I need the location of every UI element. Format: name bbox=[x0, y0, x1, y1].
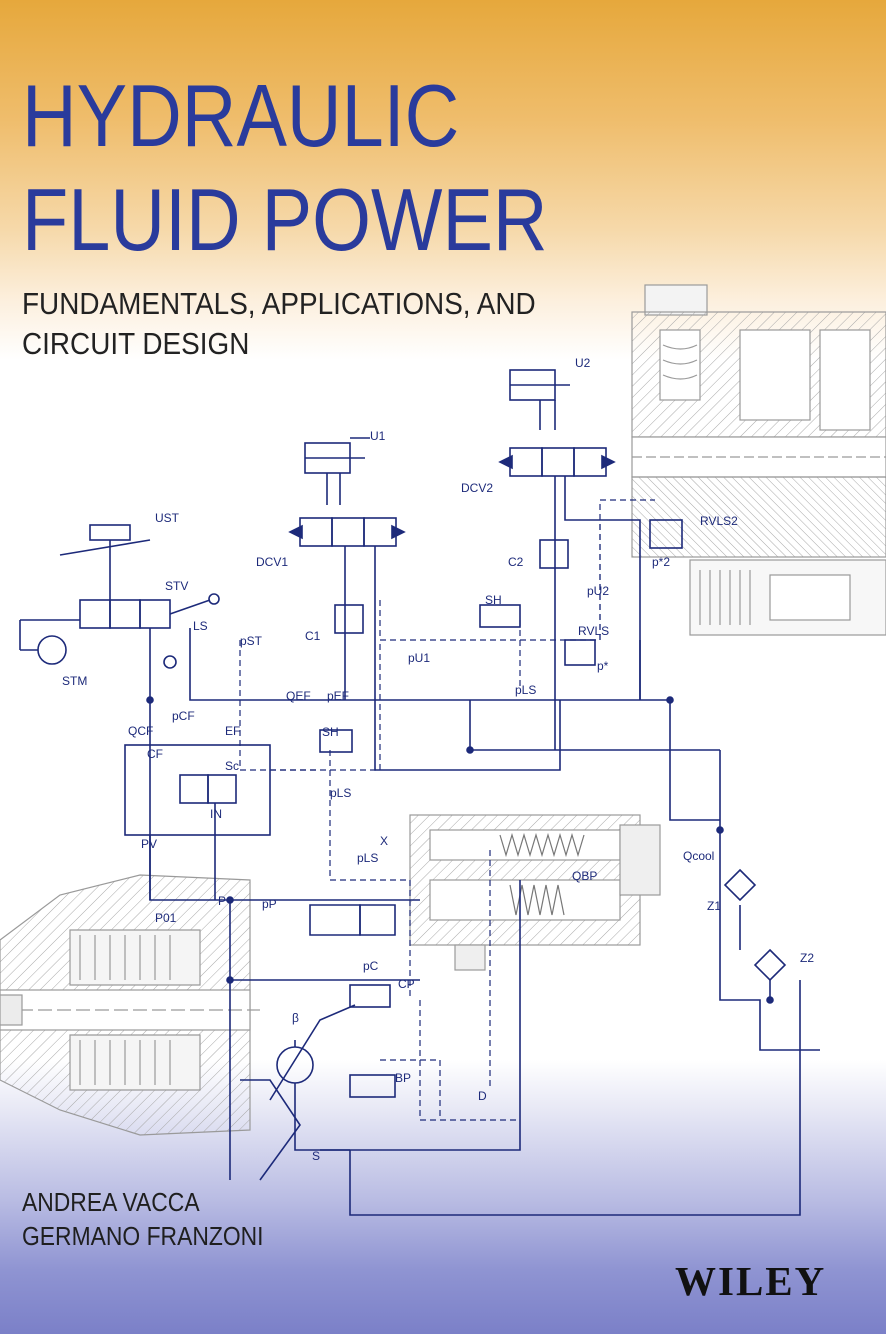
svg-text:PV: PV bbox=[141, 837, 157, 851]
svg-text:BP: BP bbox=[395, 1071, 411, 1085]
svg-text:C1: C1 bbox=[305, 629, 321, 643]
svg-text:pU1: pU1 bbox=[408, 651, 430, 665]
cutaway-pump-left bbox=[0, 874, 260, 1136]
svg-text:STM: STM bbox=[62, 674, 87, 688]
svg-text:pP: pP bbox=[262, 897, 277, 911]
title-line-1: HYDRAULIC bbox=[22, 66, 460, 165]
svg-text:p*2: p*2 bbox=[652, 555, 670, 569]
svg-text:SH: SH bbox=[485, 593, 502, 607]
svg-text:p*: p* bbox=[597, 659, 609, 673]
publisher-logo: WILEY bbox=[675, 1258, 827, 1304]
svg-text:pLS: pLS bbox=[515, 683, 536, 697]
svg-text:X: X bbox=[380, 834, 388, 848]
svg-text:pLS: pLS bbox=[357, 851, 378, 865]
svg-text:SH: SH bbox=[322, 725, 339, 739]
svg-text:U1: U1 bbox=[370, 429, 386, 443]
svg-text:CP: CP bbox=[398, 977, 415, 991]
svg-text:Z2: Z2 bbox=[800, 951, 814, 965]
svg-text:pEF: pEF bbox=[327, 689, 349, 703]
pilot-lines bbox=[239, 499, 655, 1121]
svg-text:P01: P01 bbox=[155, 911, 177, 925]
author-1: ANDREA VACCA bbox=[22, 1187, 200, 1217]
svg-text:S: S bbox=[312, 1149, 320, 1163]
svg-text:D: D bbox=[478, 1089, 487, 1103]
svg-text:QEF: QEF bbox=[286, 689, 311, 703]
schematic-lines bbox=[19, 369, 820, 1216]
author-2: GERMANO FRANZONI bbox=[22, 1221, 264, 1251]
cutaway-valve-top-right bbox=[631, 284, 886, 636]
svg-text:LS: LS bbox=[193, 619, 208, 633]
svg-text:QCF: QCF bbox=[128, 724, 153, 738]
title-line-2: FLUID POWER bbox=[22, 170, 548, 269]
svg-text:EF: EF bbox=[225, 724, 240, 738]
svg-text:β: β bbox=[292, 1011, 299, 1025]
subtitle-line-1: FUNDAMENTALS, APPLICATIONS, AND bbox=[22, 286, 536, 321]
svg-text:Z1: Z1 bbox=[707, 899, 721, 913]
svg-text:DCV1: DCV1 bbox=[256, 555, 288, 569]
svg-text:CF: CF bbox=[147, 747, 163, 761]
svg-text:pC: pC bbox=[363, 959, 379, 973]
svg-text:C2: C2 bbox=[508, 555, 524, 569]
svg-text:RVLS: RVLS bbox=[578, 624, 609, 638]
svg-text:U2: U2 bbox=[575, 356, 591, 370]
svg-text:P: P bbox=[218, 894, 226, 908]
subtitle-line-2: CIRCUIT DESIGN bbox=[22, 326, 250, 361]
svg-text:pLS: pLS bbox=[330, 786, 351, 800]
svg-text:QBP: QBP bbox=[572, 869, 597, 883]
svg-text:pU2: pU2 bbox=[587, 584, 609, 598]
svg-text:STV: STV bbox=[165, 579, 188, 593]
svg-text:Sc: Sc bbox=[225, 759, 239, 773]
svg-text:DCV2: DCV2 bbox=[461, 481, 493, 495]
svg-text:pST: pST bbox=[240, 634, 263, 648]
svg-text:RVLS2: RVLS2 bbox=[700, 514, 738, 528]
diagram-labels: U1 U2 UST STV STM DCV1 DCV2 LS pST C1 C2… bbox=[62, 356, 814, 1163]
cutaway-valve-middle bbox=[409, 814, 661, 971]
svg-text:UST: UST bbox=[155, 511, 180, 525]
svg-text:pCF: pCF bbox=[172, 709, 195, 723]
svg-text:IN: IN bbox=[210, 807, 222, 821]
svg-text:Qcool: Qcool bbox=[683, 849, 714, 863]
